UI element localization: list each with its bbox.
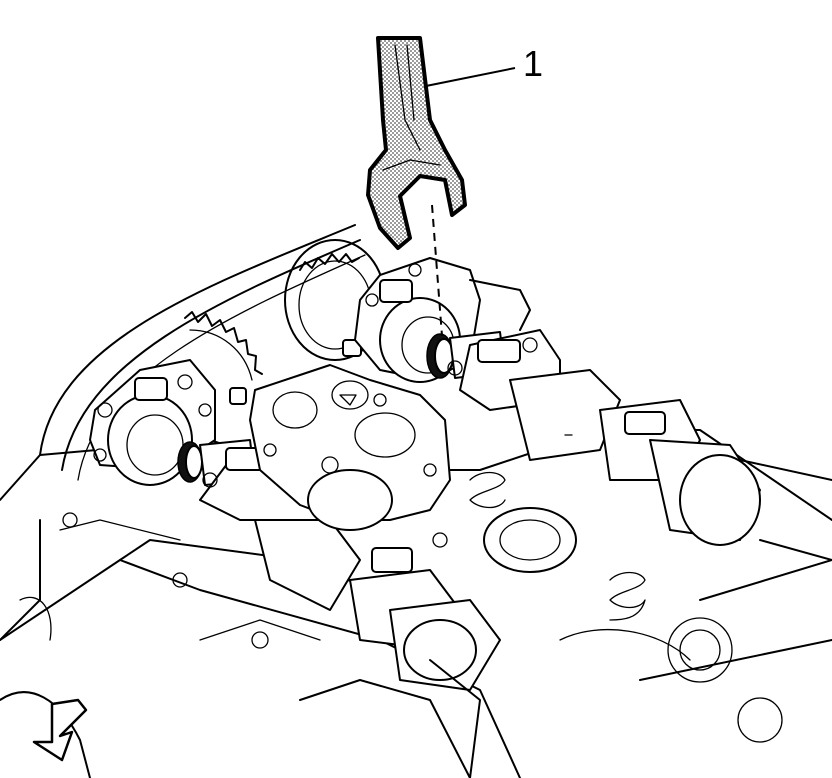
valve-springs — [469, 471, 646, 621]
callout-1-leader — [425, 67, 516, 87]
callout-1-label: 1 — [523, 43, 544, 84]
exhaust-cam-front-housing — [89, 359, 216, 486]
cylinder-head — [0, 429, 832, 778]
cam-carrier — [229, 339, 451, 531]
intake-camshaft — [426, 329, 832, 561]
exhaust-cam-sprocket — [184, 311, 263, 381]
alignment-guide-line — [431, 204, 443, 337]
front-arrow-icon — [32, 698, 88, 762]
open-end-wrench — [366, 36, 467, 250]
